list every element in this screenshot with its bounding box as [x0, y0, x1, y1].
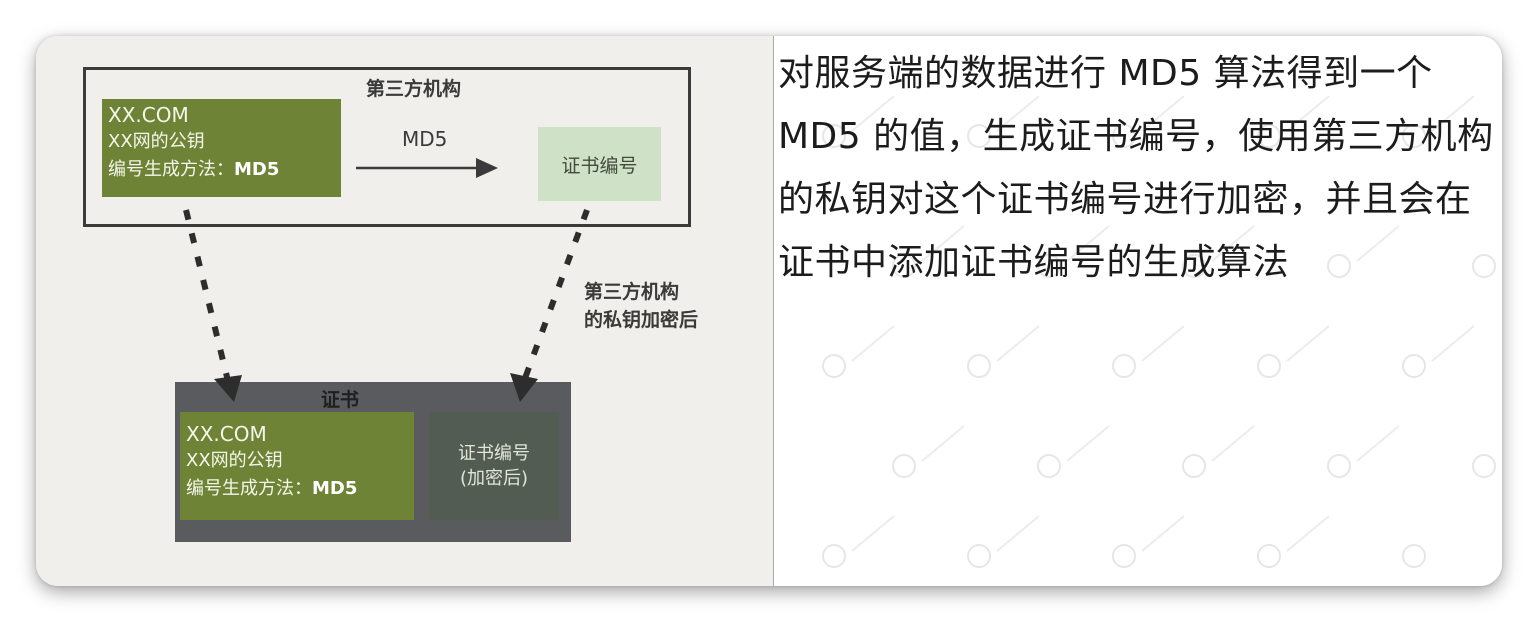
panel-divider [773, 36, 774, 586]
md5-arrowhead [476, 158, 498, 178]
cert-number-label: 证书编号 [561, 154, 638, 177]
third-party-label: 第三方机构 [366, 78, 462, 100]
explanation-panel: 对服务端的数据进行 MD5 算法得到一个 MD5 的值，生成证书编号，使用第三方… [774, 36, 1502, 586]
certificate-public-key: XX网的公钥 [186, 450, 283, 471]
source-public-key: XX网的公钥 [108, 131, 205, 152]
certificate-info-box: XX.COM XX网的公钥 编号生成方法：MD5 [180, 412, 414, 520]
encrypted-number-label: 证书编号 [458, 443, 530, 464]
md5-label: MD5 [402, 127, 448, 151]
dashed-arrow-right [521, 208, 590, 383]
source-method: 编号生成方法：MD5 [108, 159, 280, 180]
diagram-panel: 第三方机构 XX.COM XX网的公钥 编号生成方法：MD5 MD5 证书编号 … [36, 36, 773, 586]
diagram-arrows [183, 158, 590, 402]
dashed-arrowhead-right [510, 373, 538, 402]
content-card: 第三方机构 XX.COM XX网的公钥 编号生成方法：MD5 MD5 证书编号 … [36, 36, 1502, 586]
encrypted-note: (加密后) [459, 468, 529, 489]
encrypted-number-box: 证书编号 (加密后) [429, 412, 559, 520]
private-key-encrypt-label: 第三方机构 的私钥加密后 [584, 281, 699, 331]
cert-number-box: 证书编号 [538, 127, 661, 201]
certificate-domain: XX.COM [186, 422, 267, 446]
source-info-box: XX.COM XX网的公钥 编号生成方法：MD5 [102, 99, 341, 197]
third-party-frame [83, 67, 691, 227]
source-domain: XX.COM [108, 103, 189, 127]
dashed-arrow-left [183, 209, 231, 382]
dashed-arrowhead-left [214, 375, 242, 402]
explanation-text: 对服务端的数据进行 MD5 算法得到一个 MD5 的值，生成证书编号，使用第三方… [778, 53, 1494, 283]
certificate-method: 编号生成方法：MD5 [186, 478, 358, 499]
certificate-title: 证书 [321, 389, 360, 411]
